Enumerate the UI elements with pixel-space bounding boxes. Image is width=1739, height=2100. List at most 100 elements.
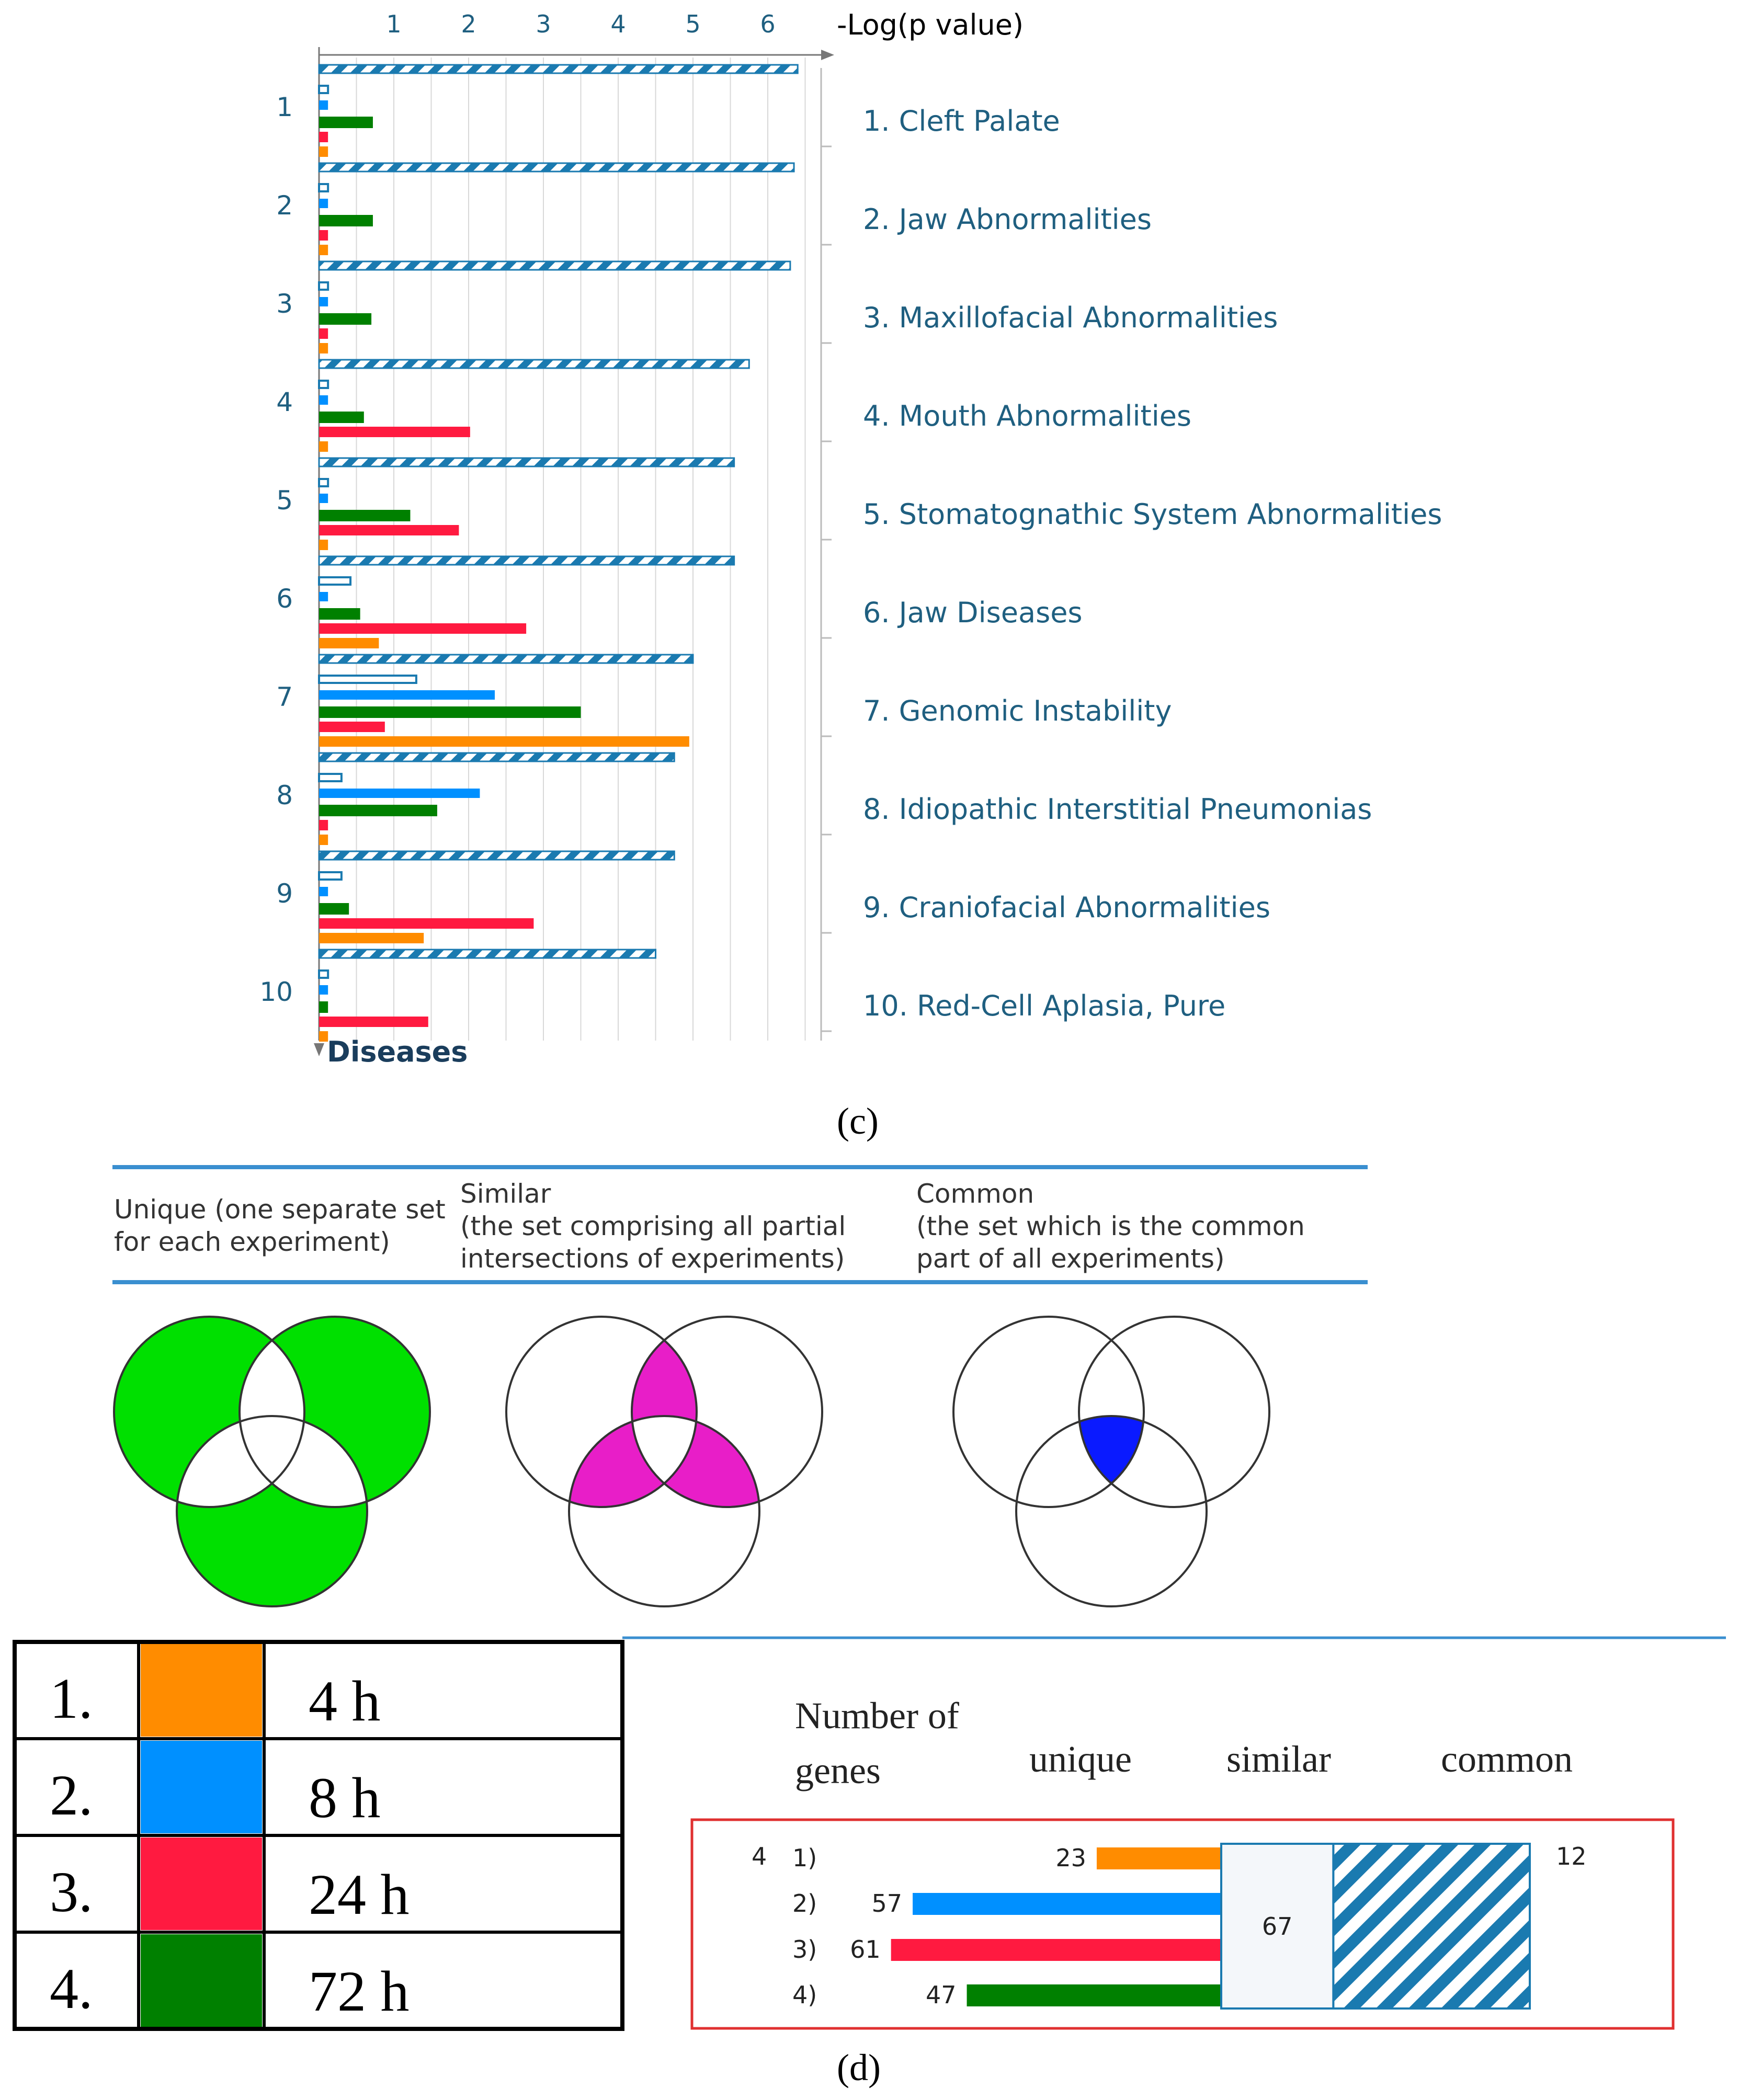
disease-label: 10. Red-Cell Aplasia, Pure [863, 989, 1225, 1022]
bar-8h [319, 395, 328, 405]
bar-8h [319, 690, 495, 700]
bar-common [318, 555, 735, 566]
disease-label: 5. Stomatognathic System Abnormalities [863, 498, 1442, 531]
category-number: 6 [276, 584, 293, 614]
bar-24h [319, 328, 328, 339]
bar-24h [319, 230, 328, 241]
venn-unique-diagram [113, 1316, 431, 1607]
disease-label: 2. Jaw Abnormalities [863, 203, 1152, 236]
bar-8h [319, 494, 328, 503]
similar-heading-line3: intersections of experiments) [460, 1243, 845, 1274]
disease-label: 9. Craniofacial Abnormalities [863, 891, 1270, 924]
x-axis-title: -Log(p value) [837, 8, 1024, 41]
disease-label: 4. Mouth Abnormalities [863, 400, 1191, 432]
row-label: 3) [792, 1935, 817, 1964]
disease-label: 7. Genomic Instability [863, 694, 1172, 727]
bar-4h [319, 638, 379, 648]
legend-time: 4 h [309, 1669, 381, 1733]
bar-4h [319, 933, 424, 943]
legend-number: 4. [50, 1957, 93, 2021]
category-number: 2 [276, 190, 293, 221]
common-count-label: 12 [1556, 1842, 1587, 1870]
time-legend-table: 1.4 h2.8 h3.24 h4.72 h [13, 1640, 624, 2031]
disease-label: 6. Jaw Diseases [863, 596, 1083, 629]
panel-d-frame [690, 1818, 1675, 2030]
bar-similar [318, 281, 329, 291]
disease-label: 3. Maxillofacial Abnormalities [863, 301, 1278, 334]
bar-24h [319, 1017, 428, 1027]
bar-24h [319, 427, 470, 437]
bar-common [318, 260, 791, 271]
bar-similar [318, 675, 417, 684]
y-axis-title: Diseases [327, 1035, 468, 1068]
bar-72h [319, 215, 373, 226]
legend-color-swatch [141, 1741, 262, 1833]
bar-4h [319, 146, 328, 157]
bar-8h [319, 199, 328, 208]
bar-72h [319, 608, 360, 620]
legend-number: 2. [50, 1763, 93, 1827]
bar-similar [318, 478, 329, 487]
bar-24h [319, 525, 459, 535]
category-number: 8 [276, 780, 293, 811]
bar-common [318, 64, 799, 74]
unique-count-label: 61 [850, 1935, 881, 1964]
legend-time: 72 h [309, 1959, 410, 2023]
disease-label: 8. Idiopathic Interstitial Pneumonias [863, 793, 1372, 826]
x-tick-label: 4 [610, 10, 626, 38]
legend-time: 24 h [309, 1863, 410, 1926]
category-number: 10 [259, 977, 293, 1007]
number-of-genes-line2: genes [795, 1750, 881, 1791]
bar-similar [318, 871, 343, 881]
common-heading-line1: Common [916, 1179, 1034, 1209]
bar-72h [319, 117, 373, 128]
panel-d-chart: Number of genes unique similar common 4 … [622, 1636, 1726, 2088]
bar-marks [318, 64, 799, 1042]
bar-24h [319, 918, 534, 929]
x-tick-label: 1 [386, 10, 401, 38]
similar-block [1220, 1843, 1335, 2010]
similar-count-label: 67 [1262, 1912, 1293, 1941]
bar-similar [318, 380, 329, 389]
legend-time: 8 h [309, 1766, 381, 1830]
bar-4h [319, 835, 328, 845]
bar-72h [319, 1001, 328, 1013]
bar-common [318, 162, 795, 173]
bar-72h [319, 412, 364, 423]
number-of-genes-line1: Number of [795, 1695, 959, 1737]
bar-72h [319, 903, 349, 915]
disease-label: 1. Cleft Palate [863, 105, 1060, 138]
bar-similar [318, 969, 329, 979]
bar-24h [319, 820, 328, 830]
row-label: 4) [792, 1981, 817, 2009]
bar-8h [319, 789, 480, 798]
legend-number: 3. [50, 1860, 93, 1924]
venn-legend-panel: Unique (one separate set for each experi… [112, 1165, 1368, 1607]
category-number: 5 [276, 485, 293, 516]
category-number: 4 [276, 387, 293, 417]
unique-count-label: 47 [926, 1981, 957, 2009]
bar-similar [318, 85, 329, 94]
bar-common [318, 457, 735, 467]
bar-common [318, 359, 750, 369]
category-number: 9 [276, 878, 293, 909]
bar-4h [319, 245, 328, 255]
x-tick-label: 5 [685, 10, 700, 38]
unique-count-label: 57 [872, 1889, 903, 1918]
legend-color-swatch [141, 1644, 262, 1737]
unique-count-label: 23 [1055, 1844, 1086, 1872]
bar-72h [319, 510, 411, 521]
panel-d-label: (d) [837, 2047, 881, 2088]
unique-bar [967, 1984, 1221, 2006]
bar-4h [319, 1031, 328, 1042]
common-block [1332, 1843, 1531, 2010]
category-number: 3 [276, 289, 293, 319]
x-tick-label: 3 [536, 10, 551, 38]
bar-4h [319, 736, 689, 747]
bar-8h [319, 100, 328, 110]
